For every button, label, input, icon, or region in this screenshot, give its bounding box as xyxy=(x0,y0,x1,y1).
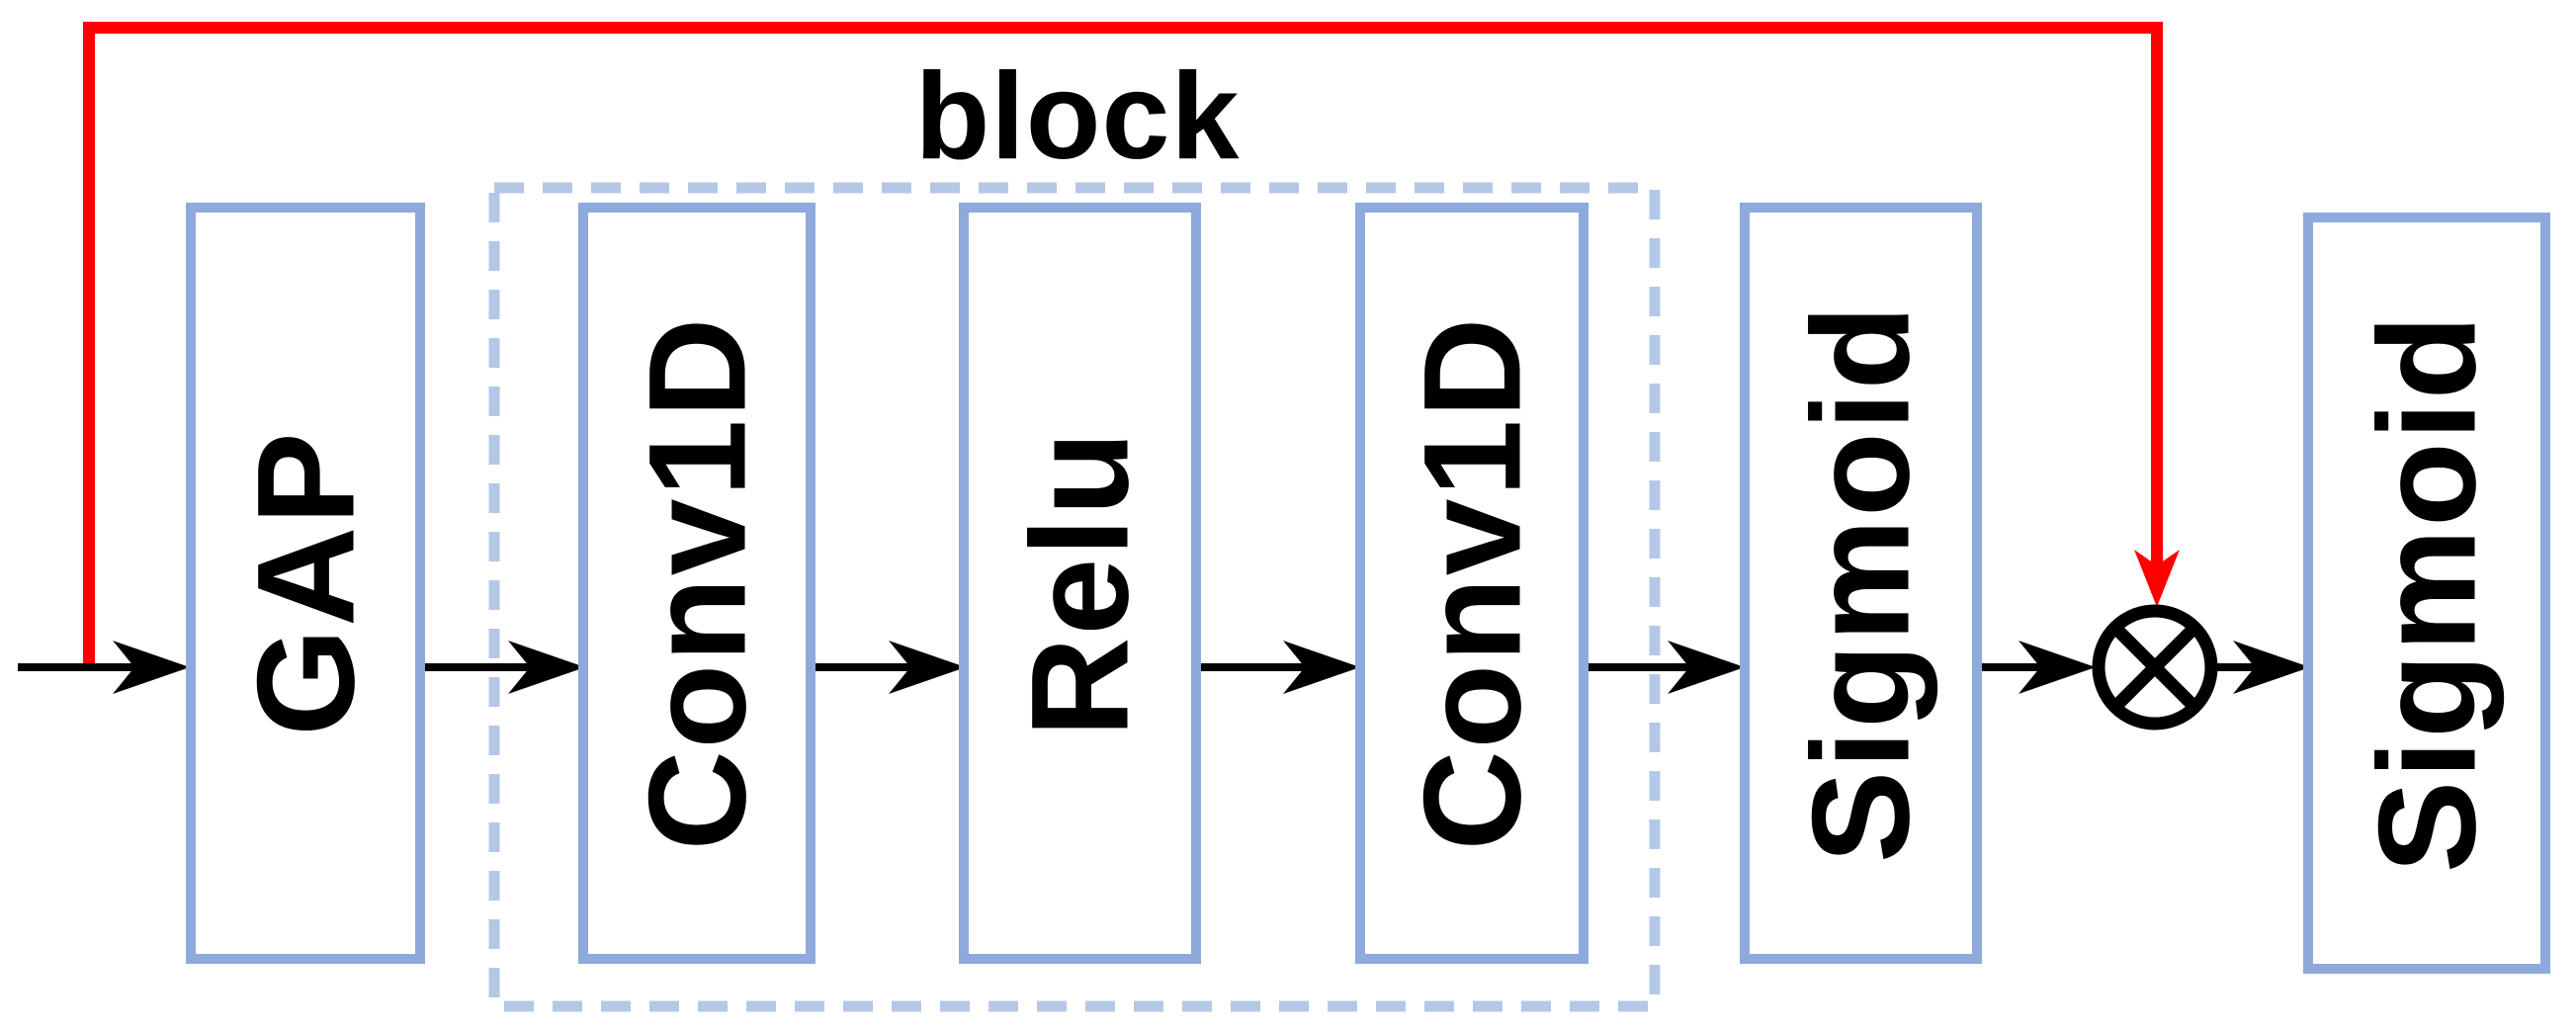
skip-connection-arrowhead-icon xyxy=(2134,550,2180,607)
multiply-icon xyxy=(2092,604,2218,731)
arrow-gap-to-conv1d-icon xyxy=(420,641,585,694)
multiply-circle xyxy=(2092,604,2218,731)
box-conv1d-1-label: Conv1D xyxy=(620,316,775,851)
box-sigmoid-2 xyxy=(2303,213,2550,974)
box-sigmoid-2-label: Sigmoid xyxy=(2350,313,2505,873)
multiply-cross-line-2 xyxy=(2110,623,2199,712)
skip-connection-line xyxy=(83,22,2163,671)
box-sigmoid-1 xyxy=(1740,203,1982,964)
arrow-sigmoid-to-multiply-icon xyxy=(1977,641,2096,694)
flow-arrows xyxy=(18,641,2310,694)
box-relu-label: Relu xyxy=(1002,429,1158,736)
box-conv1d-2 xyxy=(1355,203,1589,964)
block-dashed-frame xyxy=(488,182,1661,1012)
arrow-conv1d-to-relu-icon xyxy=(811,641,966,694)
arrow-multiply-to-sigmoid-icon xyxy=(2214,641,2310,694)
block-title: block xyxy=(915,48,1241,185)
box-sigmoid-1-label: Sigmoid xyxy=(1783,303,1938,863)
box-gap-label: GAP xyxy=(228,430,384,735)
box-conv1d-2-label: Conv1D xyxy=(1395,316,1550,851)
box-conv1d-1 xyxy=(578,203,816,964)
skip-connection xyxy=(83,22,2180,671)
arrow-conv1d-to-sigmoid-icon xyxy=(1584,641,1745,694)
input-arrow-icon xyxy=(18,641,190,694)
layer-labels: GAP Conv1D Relu Conv1D Sigmoid Sigmoid xyxy=(228,303,2505,873)
arrow-relu-to-conv1d-icon xyxy=(1196,641,1360,694)
box-relu xyxy=(959,203,1201,964)
box-gap xyxy=(186,203,425,964)
layer-boxes xyxy=(186,203,2550,974)
